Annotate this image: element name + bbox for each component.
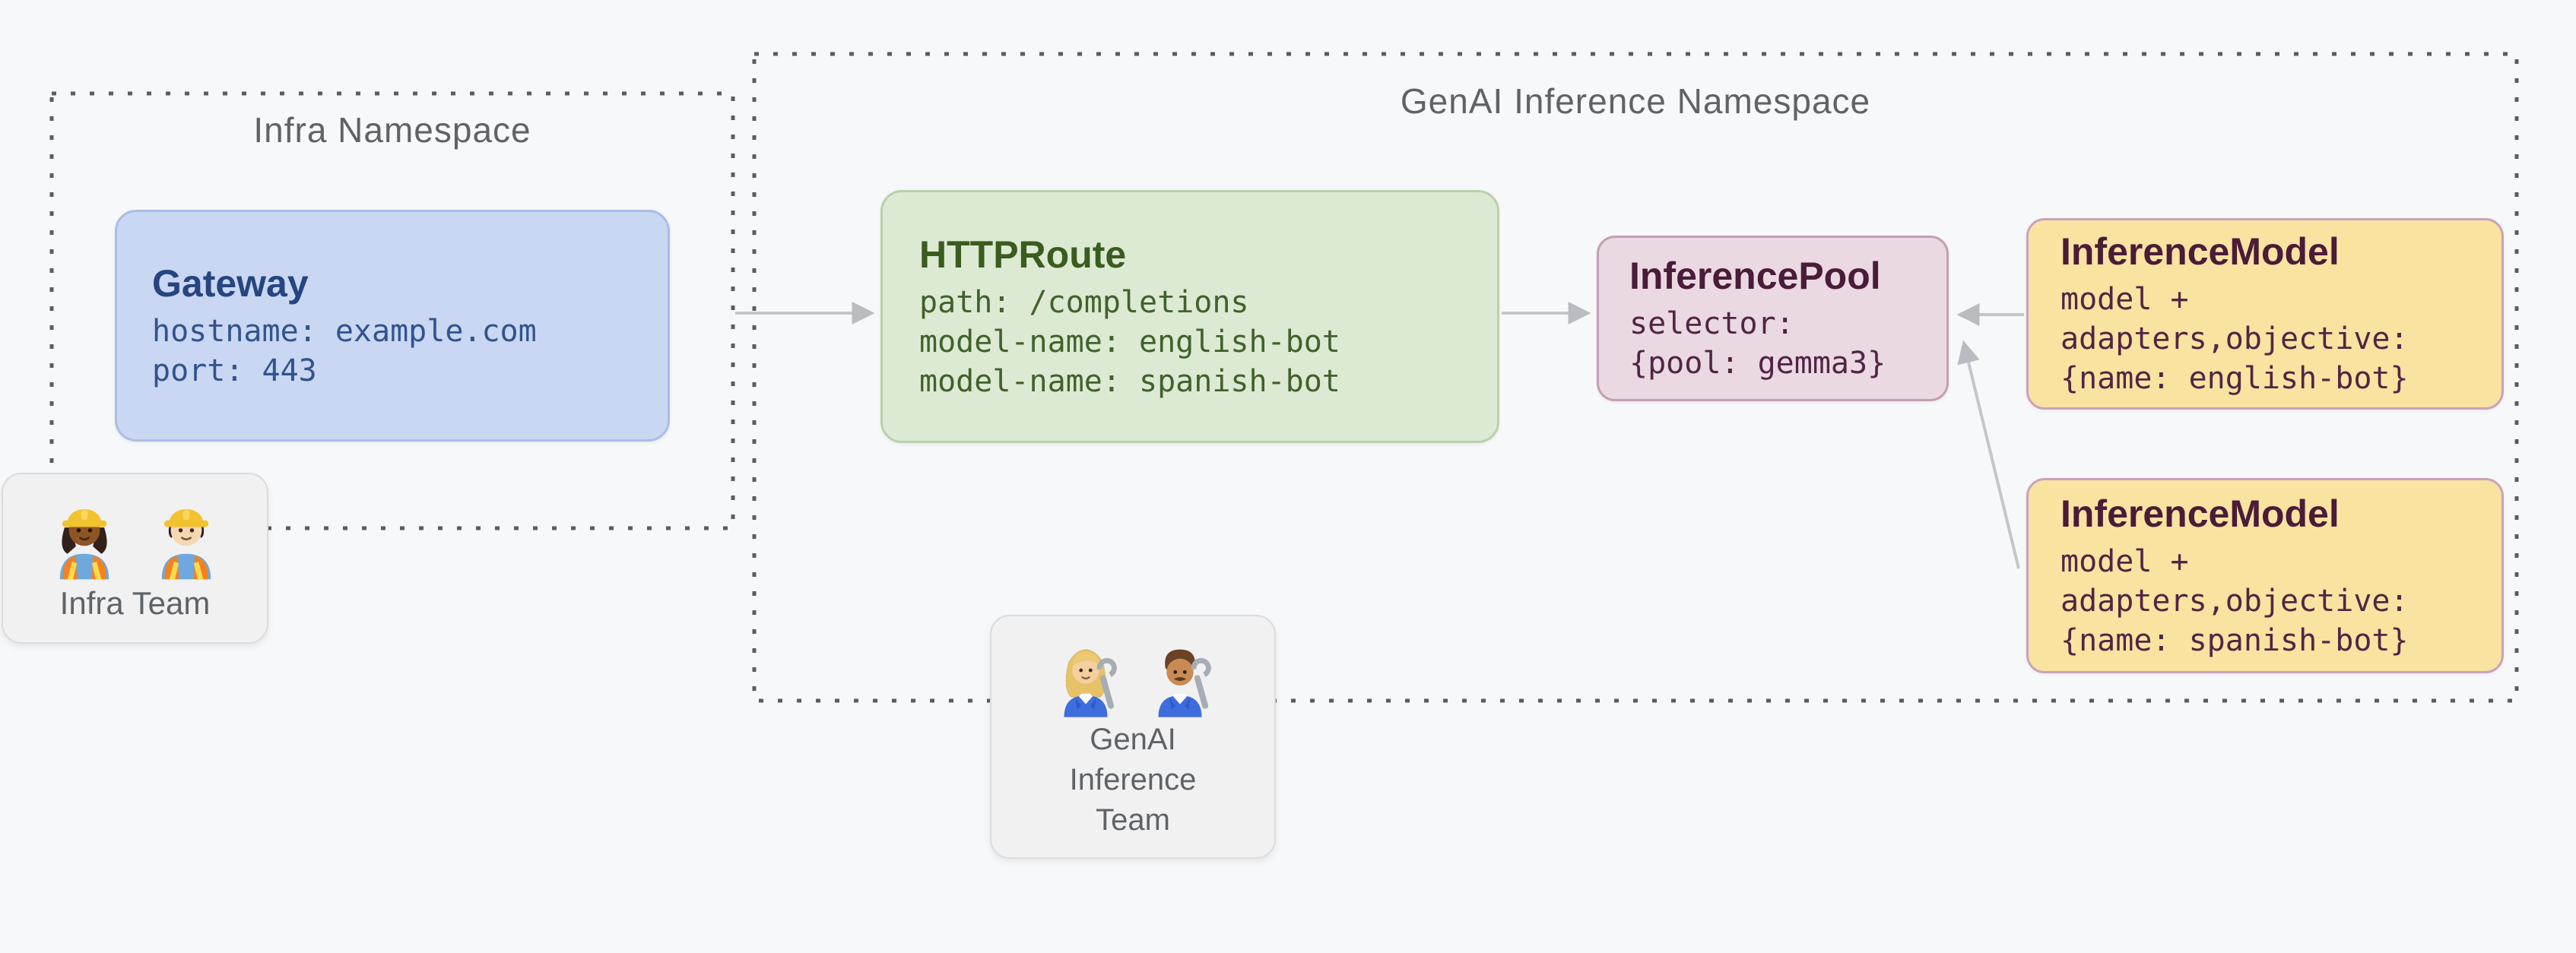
team-label-line: Inference (1069, 763, 1197, 796)
woman-construction-worker-icon (59, 508, 109, 580)
node-line: path: /completions (919, 284, 1249, 320)
node-title: Gateway (152, 261, 309, 305)
node-line: {name: spanish-bot} (2060, 622, 2409, 658)
inference-pool-node: InferencePool selector: {pool: gemma3} (1597, 236, 1949, 401)
httproute-node: HTTPRoute path: /completions model-name:… (880, 190, 1499, 443)
node-line: model + (2060, 282, 2189, 317)
node-line: adapters,objective: (2060, 583, 2409, 619)
inference-model-spanish-node: InferenceModel model + adapters,objectiv… (2026, 478, 2504, 673)
node-line: model-name: spanish-bot (919, 363, 1340, 399)
node-title: InferenceModel (2060, 492, 2340, 535)
team-label: GenAI Inference Team (1070, 720, 1197, 841)
genai-namespace-title: GenAI Inference Namespace (1400, 81, 1871, 121)
team-label-line: Team (1096, 803, 1170, 837)
node-line: {name: english-bot} (2060, 361, 2409, 396)
node-line: port: 443 (152, 353, 317, 388)
node-title: HTTPRoute (919, 233, 1127, 276)
genai-team-icons (1042, 633, 1223, 720)
team-label-line: GenAI (1090, 723, 1176, 756)
node-line: {pool: gemma3} (1629, 346, 1886, 381)
man-mechanic-icon (1158, 649, 1211, 717)
inference-model-english-node: InferenceModel model + adapters,objectiv… (2026, 218, 2504, 410)
man-construction-worker-icon (161, 508, 211, 580)
woman-mechanic-icon (1064, 649, 1117, 717)
node-line: model-name: english-bot (919, 324, 1340, 359)
node-title: InferencePool (1629, 255, 1881, 297)
team-label: Infra Team (59, 585, 211, 621)
node-title: InferenceModel (2060, 230, 2340, 273)
node-line: adapters,objective: (2060, 321, 2409, 356)
node-line: hostname: example.com (152, 313, 537, 349)
node-line: model + (2060, 543, 2189, 579)
arrow-inference-model-spanish-to-inference-pool (1957, 340, 2020, 569)
infra-team-icons (37, 488, 233, 582)
infra-namespace-title: Infra Namespace (253, 110, 531, 150)
infra-team-card: Infra Team (2, 473, 268, 644)
genai-inference-team-card: GenAI Inference Team (990, 615, 1276, 859)
node-line: selector: (1629, 306, 1794, 341)
gateway-node: Gateway hostname: example.com port: 443 (115, 210, 670, 442)
